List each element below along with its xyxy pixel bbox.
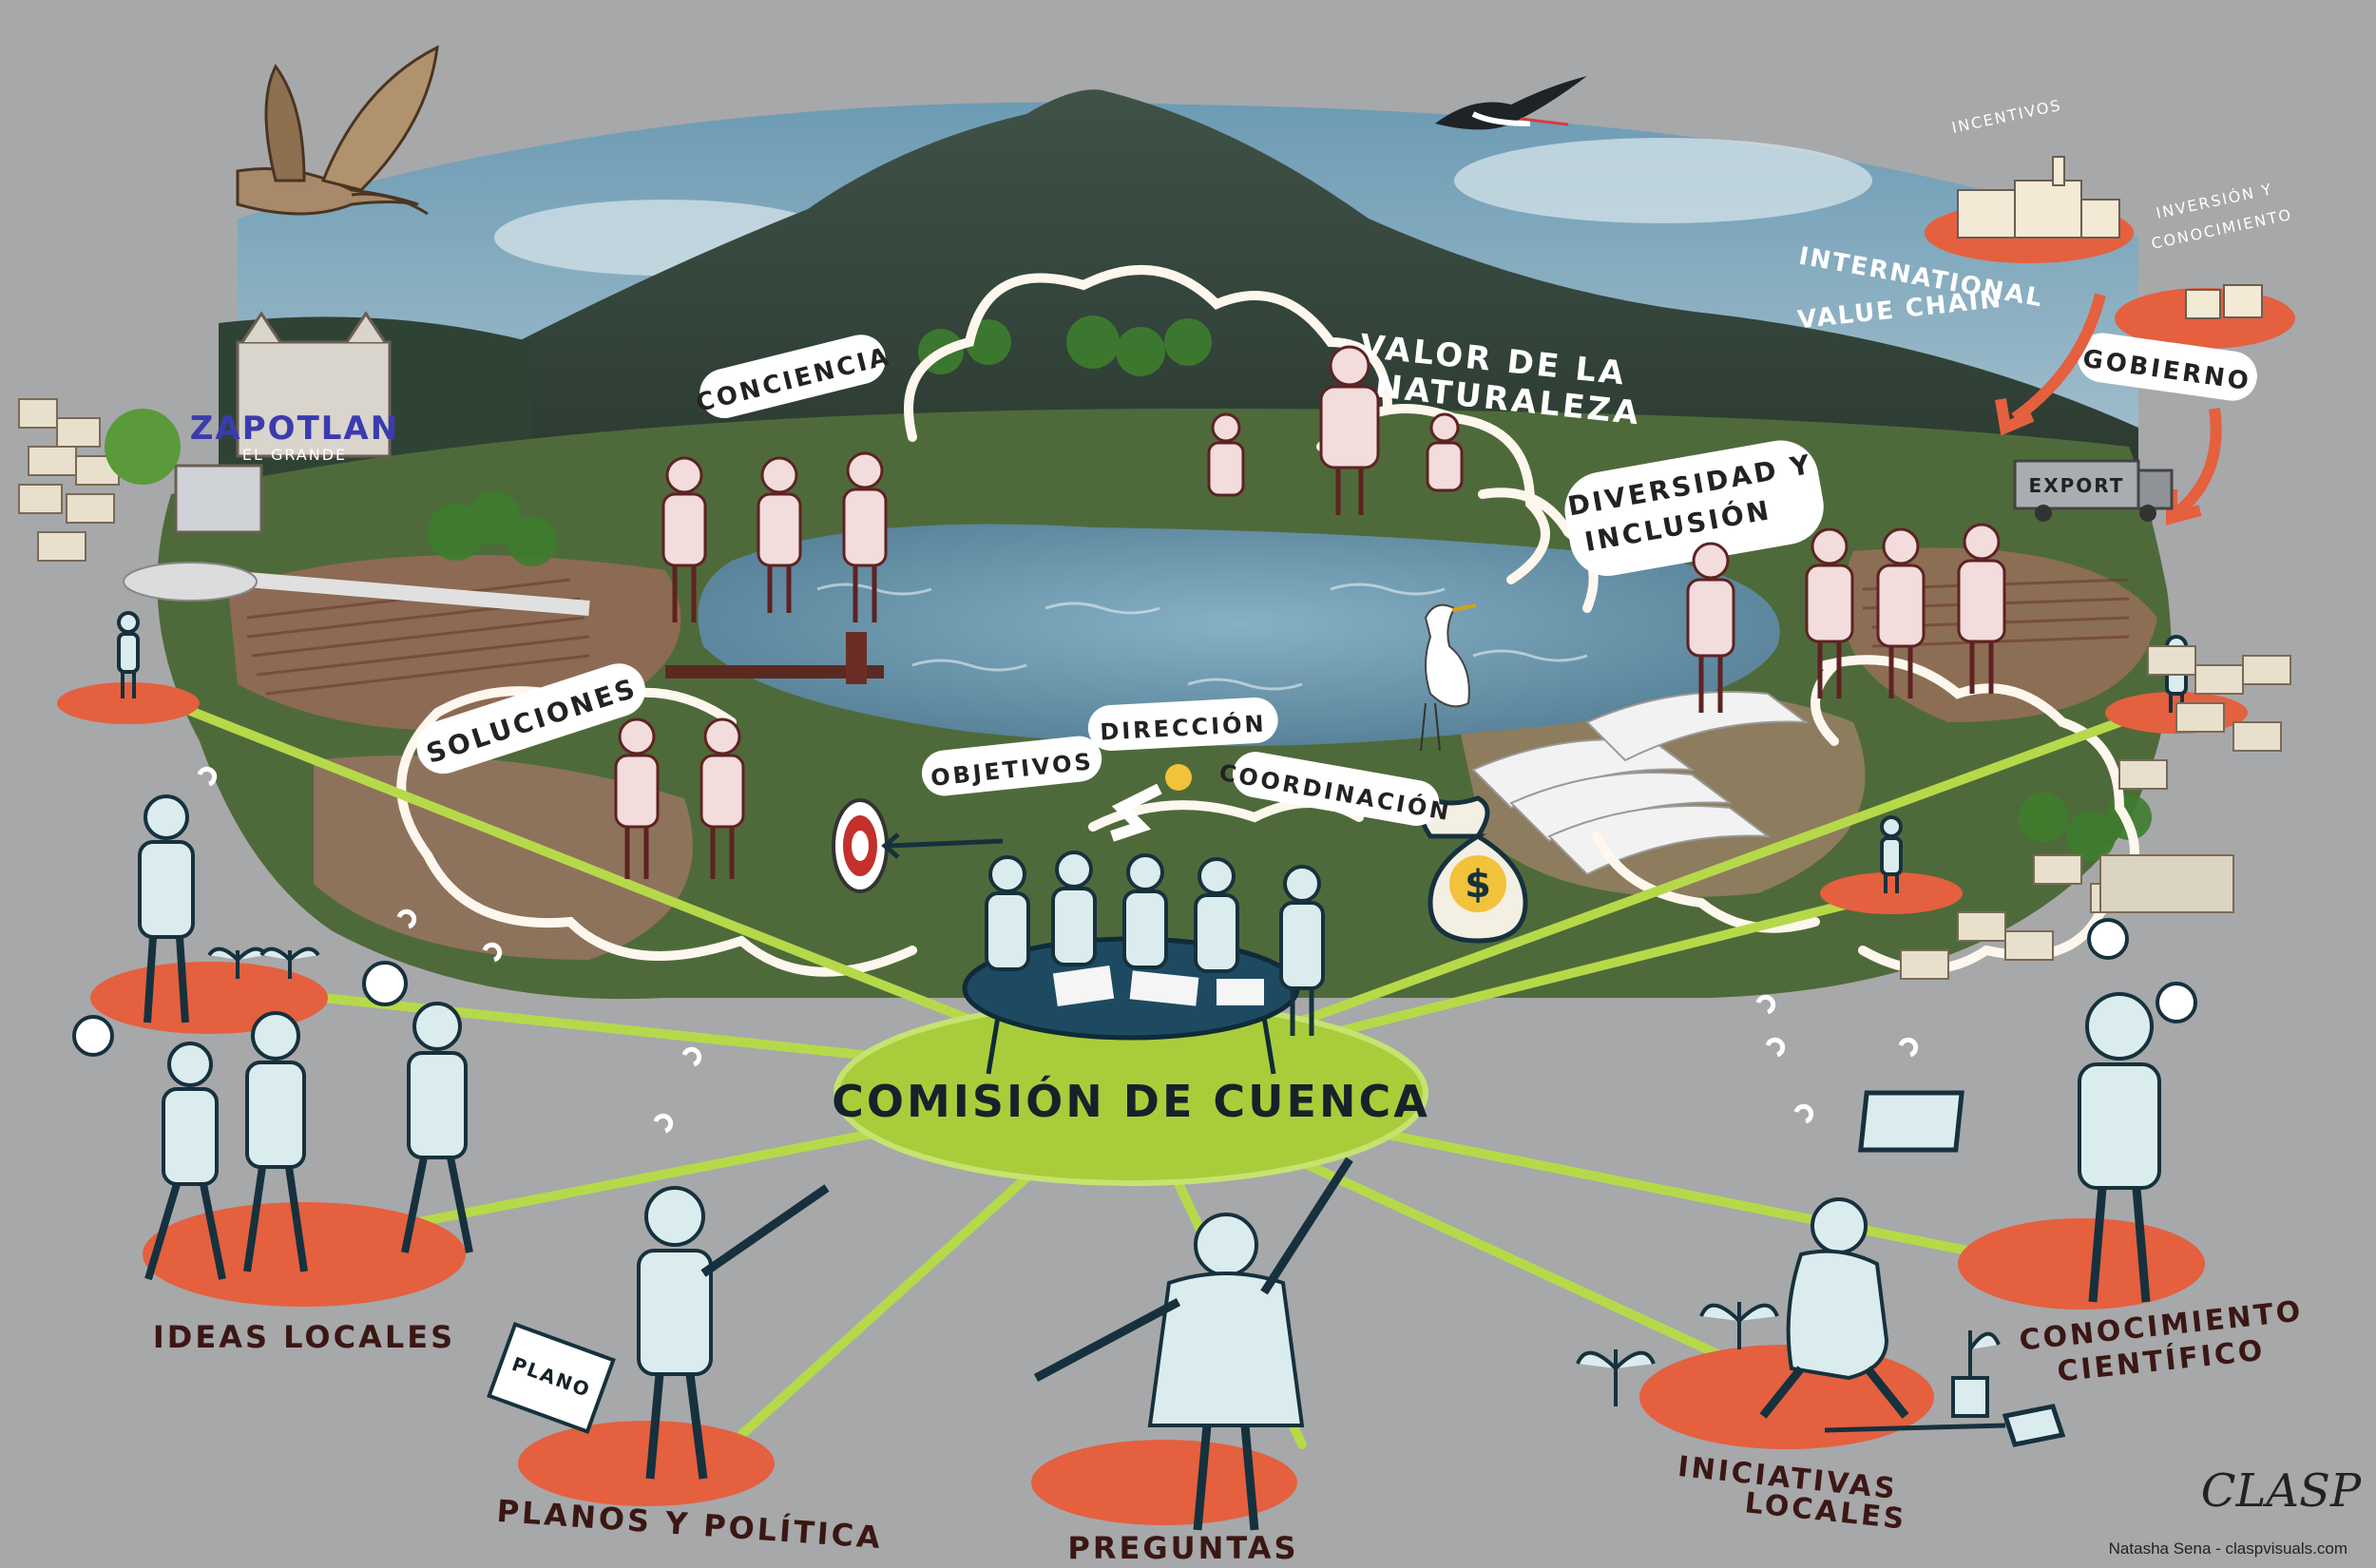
stilt-bird-icon xyxy=(1435,76,1587,129)
credit: CLASP Natasha Sena - claspvisuals.com xyxy=(2109,1464,2362,1558)
stakeholder-planos-politica: PLANO PLANOS Y POLÍTICA xyxy=(489,1188,884,1556)
incentivos-label: INCENTIVOS xyxy=(1950,96,2063,137)
town-subtitle: EL GRANDE xyxy=(242,446,347,464)
stakeholder-preguntas: PREGUNTAS xyxy=(1031,1159,1350,1566)
town-name: ZAPOTLAN xyxy=(190,410,399,448)
laptop-icon xyxy=(1861,1093,1962,1150)
preguntas-label: PREGUNTAS xyxy=(1067,1530,1298,1566)
ideas-locales-label: IDEAS LOCALES xyxy=(153,1319,455,1355)
svg-text:$: $ xyxy=(1465,863,1491,907)
factory-icon xyxy=(1958,157,2119,238)
credit-text: Natasha Sena - claspvisuals.com xyxy=(2109,1539,2347,1558)
export-label: EXPORT xyxy=(2029,474,2125,497)
clasp-logo: CLASP xyxy=(2201,1464,2362,1518)
stakeholder-conocimiento-cientifico: CONOCIMIENTO CIENTÍFICO xyxy=(1861,920,2305,1388)
hub-label: COMISIÓN DE CUENCA xyxy=(832,1076,1430,1127)
